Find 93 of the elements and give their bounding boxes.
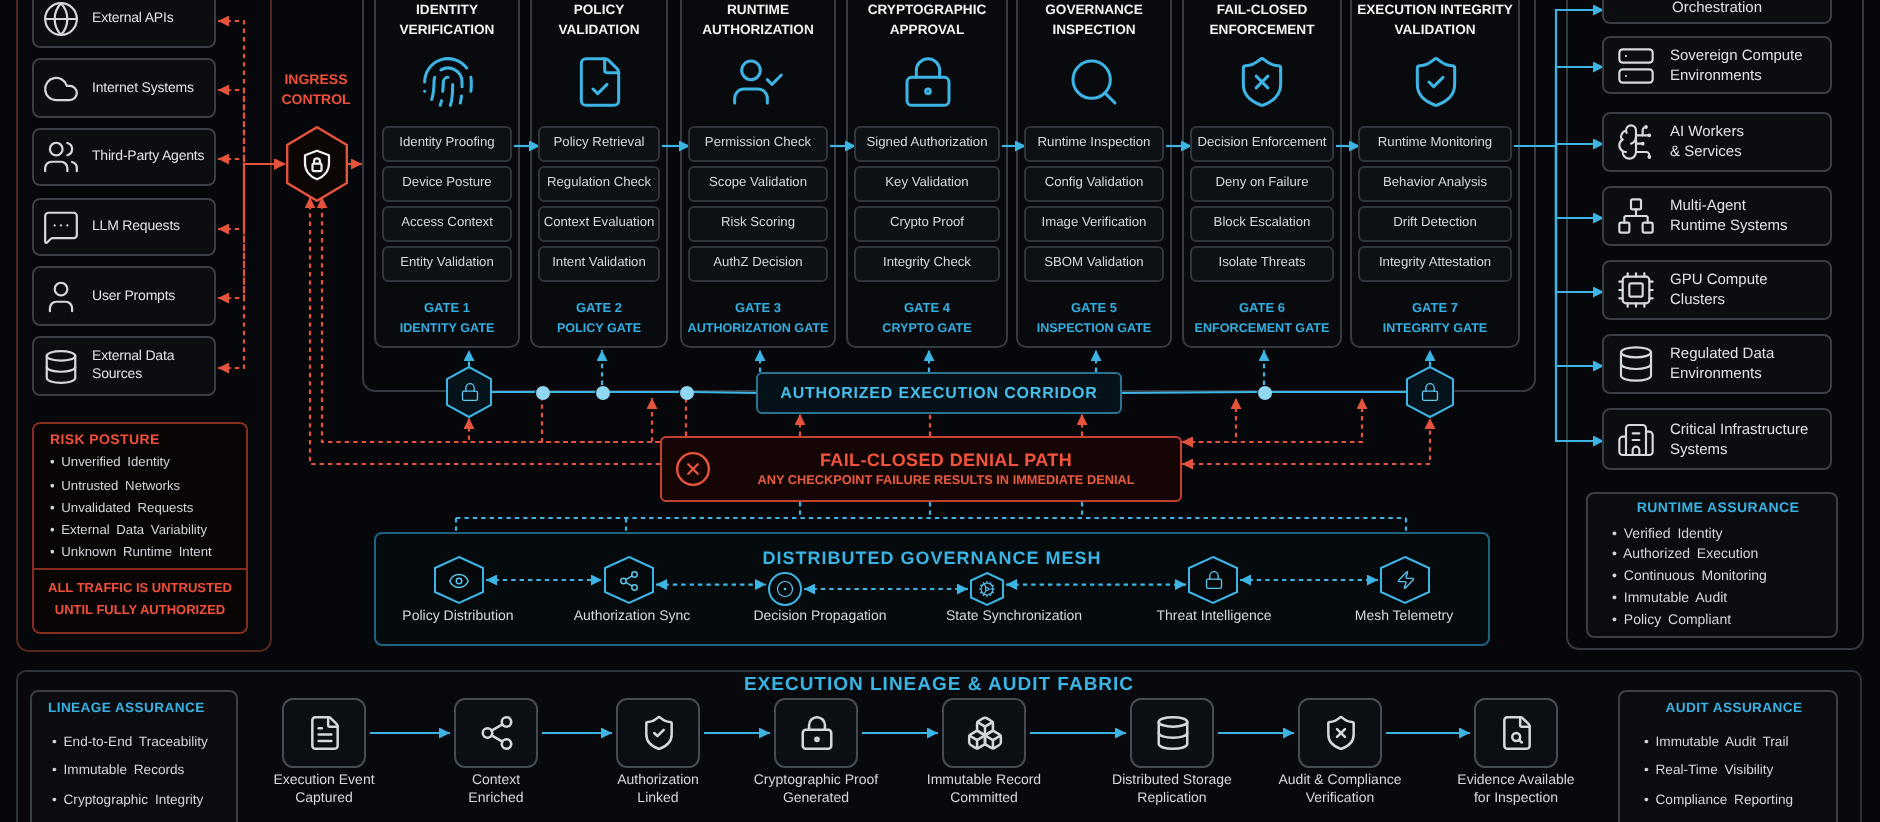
arrow	[514, 140, 540, 152]
lock-hexagon-icon	[1406, 366, 1454, 418]
dashed-arrow	[804, 583, 968, 595]
target-card	[1602, 260, 1832, 320]
arrow	[1336, 140, 1360, 152]
source-card	[32, 336, 216, 396]
dashed-arrow	[1182, 398, 1368, 448]
arrow	[1218, 727, 1294, 739]
fabric-title: EXECUTION LINEAGE & AUDIT FABRIC	[743, 676, 1135, 696]
dashed-arrow	[794, 414, 806, 436]
gate-card	[1182, 0, 1342, 348]
dashed-connector-line	[454, 500, 1408, 534]
gate-card	[1016, 0, 1172, 348]
file-search-tile-icon	[1474, 698, 1558, 768]
mesh-panel	[374, 532, 1490, 646]
dashed-arrow	[1090, 350, 1102, 372]
corridor-banner: AUTHORIZED EXECUTION CORRIDOR	[756, 372, 1122, 414]
arrow	[1166, 140, 1192, 152]
dashed-arrow	[1240, 574, 1378, 586]
target-card	[1602, 408, 1832, 470]
arrow	[662, 140, 690, 152]
hub-hexagon-icon	[604, 556, 654, 604]
dashed-arrow	[656, 579, 766, 591]
gate-card	[846, 0, 1008, 348]
denial-banner	[660, 436, 1182, 502]
junction-dot-icon	[1257, 385, 1271, 399]
dashed-connector-line	[928, 414, 932, 436]
lock-hexagon-icon	[446, 366, 492, 418]
connector-line	[609, 390, 679, 394]
target-card	[1602, 112, 1832, 172]
eye-hexagon-icon	[434, 556, 484, 604]
source-card	[32, 198, 216, 256]
dashed-arrow	[218, 158, 285, 374]
ring-icon	[768, 572, 802, 606]
bolt-hexagon-icon	[1380, 556, 1430, 604]
connector-line	[693, 390, 756, 395]
mesh-title: DISTRIBUTED GOVERNANCE MESH	[762, 548, 1102, 568]
assurance-card	[30, 690, 238, 822]
source-card	[32, 128, 216, 186]
connector-line	[1271, 390, 1406, 394]
dashed-arrow	[596, 350, 608, 385]
gate-card	[530, 0, 668, 348]
connector-line	[1122, 390, 1257, 395]
dashed-arrow	[1076, 414, 1088, 436]
dashed-arrow	[923, 350, 935, 372]
connector-line	[549, 390, 595, 394]
panel-frame	[1566, 0, 1864, 650]
gate-card	[1350, 0, 1520, 348]
boxes-tile-icon	[942, 698, 1026, 768]
arrow	[1386, 727, 1470, 739]
gate-card	[680, 0, 836, 348]
junction-dot-icon	[535, 385, 549, 399]
lock-hexagon-icon	[1188, 556, 1238, 604]
arrow	[1030, 727, 1126, 739]
database-tile-icon	[1130, 698, 1214, 768]
arrow	[347, 158, 362, 170]
target-card	[1602, 334, 1832, 394]
dashed-arrow	[1182, 418, 1436, 470]
dashed-connector-line	[684, 399, 688, 436]
padlock-tile-icon	[774, 698, 858, 768]
shield-check-tile-icon	[616, 698, 700, 768]
panel-frame	[16, 0, 272, 652]
dashed-arrow	[486, 574, 602, 586]
assurance-card	[1586, 492, 1838, 638]
source-card	[32, 0, 216, 48]
arrow	[1002, 140, 1026, 152]
dashed-arrow	[754, 350, 766, 372]
fabric-panel	[16, 670, 1862, 822]
network-tile-icon	[454, 698, 538, 768]
gate-card	[374, 0, 520, 348]
source-card	[32, 266, 216, 326]
arrow	[542, 727, 612, 739]
arrow	[704, 727, 770, 739]
dashed-arrow	[463, 350, 475, 366]
connector-line	[492, 390, 535, 394]
dashed-arrow	[1006, 579, 1186, 591]
risk-panel	[32, 422, 248, 634]
dashed-arrow	[646, 398, 660, 444]
junction-dot-icon	[679, 385, 693, 399]
gear-hexagon-icon	[970, 572, 1004, 606]
dashed-arrow	[1424, 350, 1436, 366]
denial-title: FAIL-CLOSED DENIAL PATH	[819, 449, 1073, 469]
arrow	[830, 140, 856, 152]
arrow	[370, 727, 450, 739]
arrow	[862, 727, 938, 739]
assurance-card	[1618, 690, 1838, 822]
target-card	[1602, 186, 1832, 246]
document-tile-icon	[282, 698, 366, 768]
target-card	[1602, 36, 1832, 94]
junction-dot-icon	[595, 385, 609, 399]
source-card	[32, 58, 216, 118]
shield-x-tile-icon	[1298, 698, 1382, 768]
dashed-arrow	[1258, 350, 1270, 385]
